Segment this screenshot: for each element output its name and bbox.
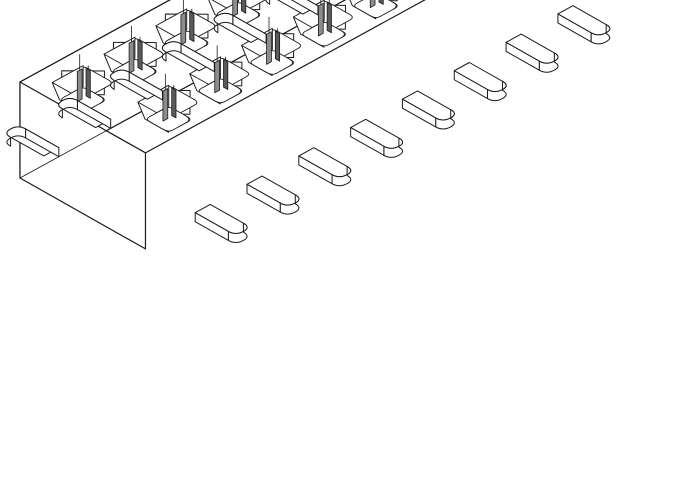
smt-solder-tab	[58, 97, 112, 129]
solder-tab-side-face	[232, 14, 267, 44]
solder-tab-side-face	[128, 71, 163, 101]
spring-contact-beam	[85, 67, 91, 99]
spring-contact-beam	[180, 11, 187, 46]
solder-tab-side-face	[246, 183, 281, 213]
spring-contact-beam	[369, 0, 376, 8]
cavity-corner-fillet	[203, 39, 208, 48]
contact-cavity	[103, 25, 164, 85]
solder-tab-side-face	[505, 41, 540, 71]
spring-contact-beam	[378, 0, 384, 5]
solder-tab-side-face	[350, 127, 385, 156]
contact-cavity	[137, 73, 198, 133]
cavity-corner-fillet	[392, 1, 397, 10]
spring-contact-beam	[317, 2, 324, 37]
cavity-corner-fillet	[340, 30, 345, 39]
spring-contact-beam	[274, 30, 281, 62]
cavity-corner-fillet	[185, 115, 190, 124]
spring-contact-beam	[162, 88, 169, 122]
solder-tab-group-back	[194, 5, 611, 244]
solder-tab-tip-face	[331, 165, 352, 187]
spring-contact-beam	[189, 11, 195, 42]
solder-tab-tip-face	[265, 0, 271, 5]
spring-contact-beam	[266, 31, 272, 65]
solder-tab-tip-face	[590, 24, 611, 45]
smt-solder-tab	[161, 41, 215, 73]
solder-tab-tip-face	[383, 137, 404, 158]
spring-contact-beam	[214, 59, 220, 94]
spring-contact-beam	[137, 39, 143, 71]
contact-cavity	[208, 0, 266, 29]
solder-tab-side-face	[557, 13, 592, 43]
contact-cavity	[155, 0, 216, 57]
solder-tab-group-front	[6, 0, 319, 158]
solder-tab-side-face	[180, 43, 215, 73]
smt-solder-tab	[213, 12, 267, 44]
spring-contact-beam	[326, 2, 332, 34]
contact-cavity	[349, 0, 398, 20]
smt-solder-tab	[246, 175, 300, 215]
top-front-edge	[19, 0, 171, 83]
solder-tab-side-face	[76, 100, 112, 129]
solder-tab-tip-face	[538, 52, 559, 73]
smt-solder-tab	[401, 90, 455, 130]
solder-tab-side-face	[194, 212, 229, 241]
smt-solder-tab	[505, 33, 559, 73]
smt-solder-tab	[350, 118, 404, 158]
solder-tab-tip-face	[486, 80, 507, 102]
cavity-corner-fillet	[99, 95, 104, 104]
solder-tab-tip-face	[279, 194, 300, 215]
solder-tab-side-face	[290, 0, 319, 16]
cavity-corner-fillet	[255, 10, 260, 19]
smt-solder-tab	[298, 147, 352, 187]
spring-contact-beam	[241, 0, 247, 14]
solder-tab-tip-face	[435, 109, 455, 130]
solder-tab-side-face	[298, 155, 333, 185]
cavity-corner-fillet	[237, 87, 242, 96]
smt-solder-tab	[265, 0, 319, 16]
smt-solder-tab	[557, 5, 611, 45]
contact-cavity	[241, 17, 301, 77]
spring-contact-beam	[128, 40, 135, 74]
cavity-corner-fillet	[151, 67, 156, 76]
smt-solder-tab	[6, 126, 60, 158]
spring-contact-beam	[171, 87, 177, 119]
smt-solder-tab	[110, 69, 163, 101]
spring-contact-beam	[223, 59, 229, 90]
cavity-corner-fillet	[289, 58, 294, 67]
smt-solder-tab	[453, 62, 507, 102]
spring-contact-beam	[76, 68, 83, 102]
solder-tab-tip-face	[227, 222, 248, 244]
solder-tab-side-face	[401, 98, 437, 128]
solder-tab-side-face	[25, 128, 60, 158]
solder-tab-side-face	[453, 70, 488, 100]
spring-contact-beam	[232, 0, 238, 17]
smt-solder-tab	[194, 203, 248, 244]
